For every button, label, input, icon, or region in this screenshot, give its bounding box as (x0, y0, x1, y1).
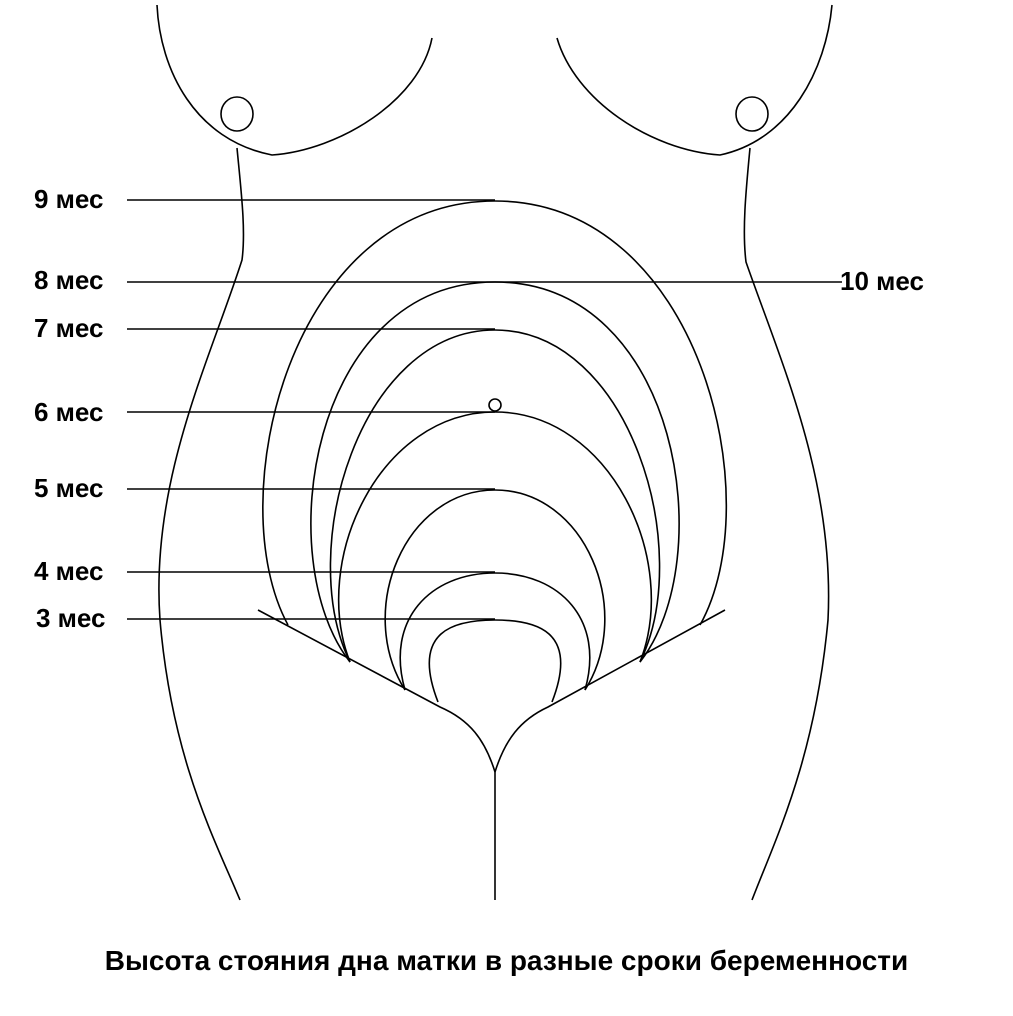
fundus-contour-4 (399, 572, 591, 691)
fundus-contour-7 (329, 329, 661, 663)
diagram-caption: Высота стояния дна матки в разные сроки … (104, 945, 909, 976)
label-7-months: 7 мес (34, 313, 104, 343)
fundus-contour-8 (310, 281, 680, 663)
right-nipple (735, 96, 769, 132)
fundus-contour-9 (262, 200, 727, 626)
label-4-months: 4 мес (34, 556, 104, 586)
right-body-outline (743, 147, 830, 901)
label-9-months: 9 мес (34, 184, 104, 214)
right-groin-line (494, 609, 726, 773)
left-groin-line (257, 609, 496, 773)
right-breast-outline (556, 4, 833, 156)
label-5-months: 5 мес (34, 473, 104, 503)
label-3-months: 3 мес (36, 603, 106, 633)
label-10-months: 10 мес (840, 266, 924, 296)
fundus-contour-5 (384, 489, 606, 691)
label-8-months: 8 мес (34, 265, 104, 295)
label-6-months: 6 мес (34, 397, 104, 427)
fundus-contour-3 (428, 619, 562, 703)
left-nipple (220, 96, 254, 132)
left-breast-outline (156, 4, 433, 156)
left-body-outline (158, 147, 245, 901)
navel (488, 398, 502, 412)
